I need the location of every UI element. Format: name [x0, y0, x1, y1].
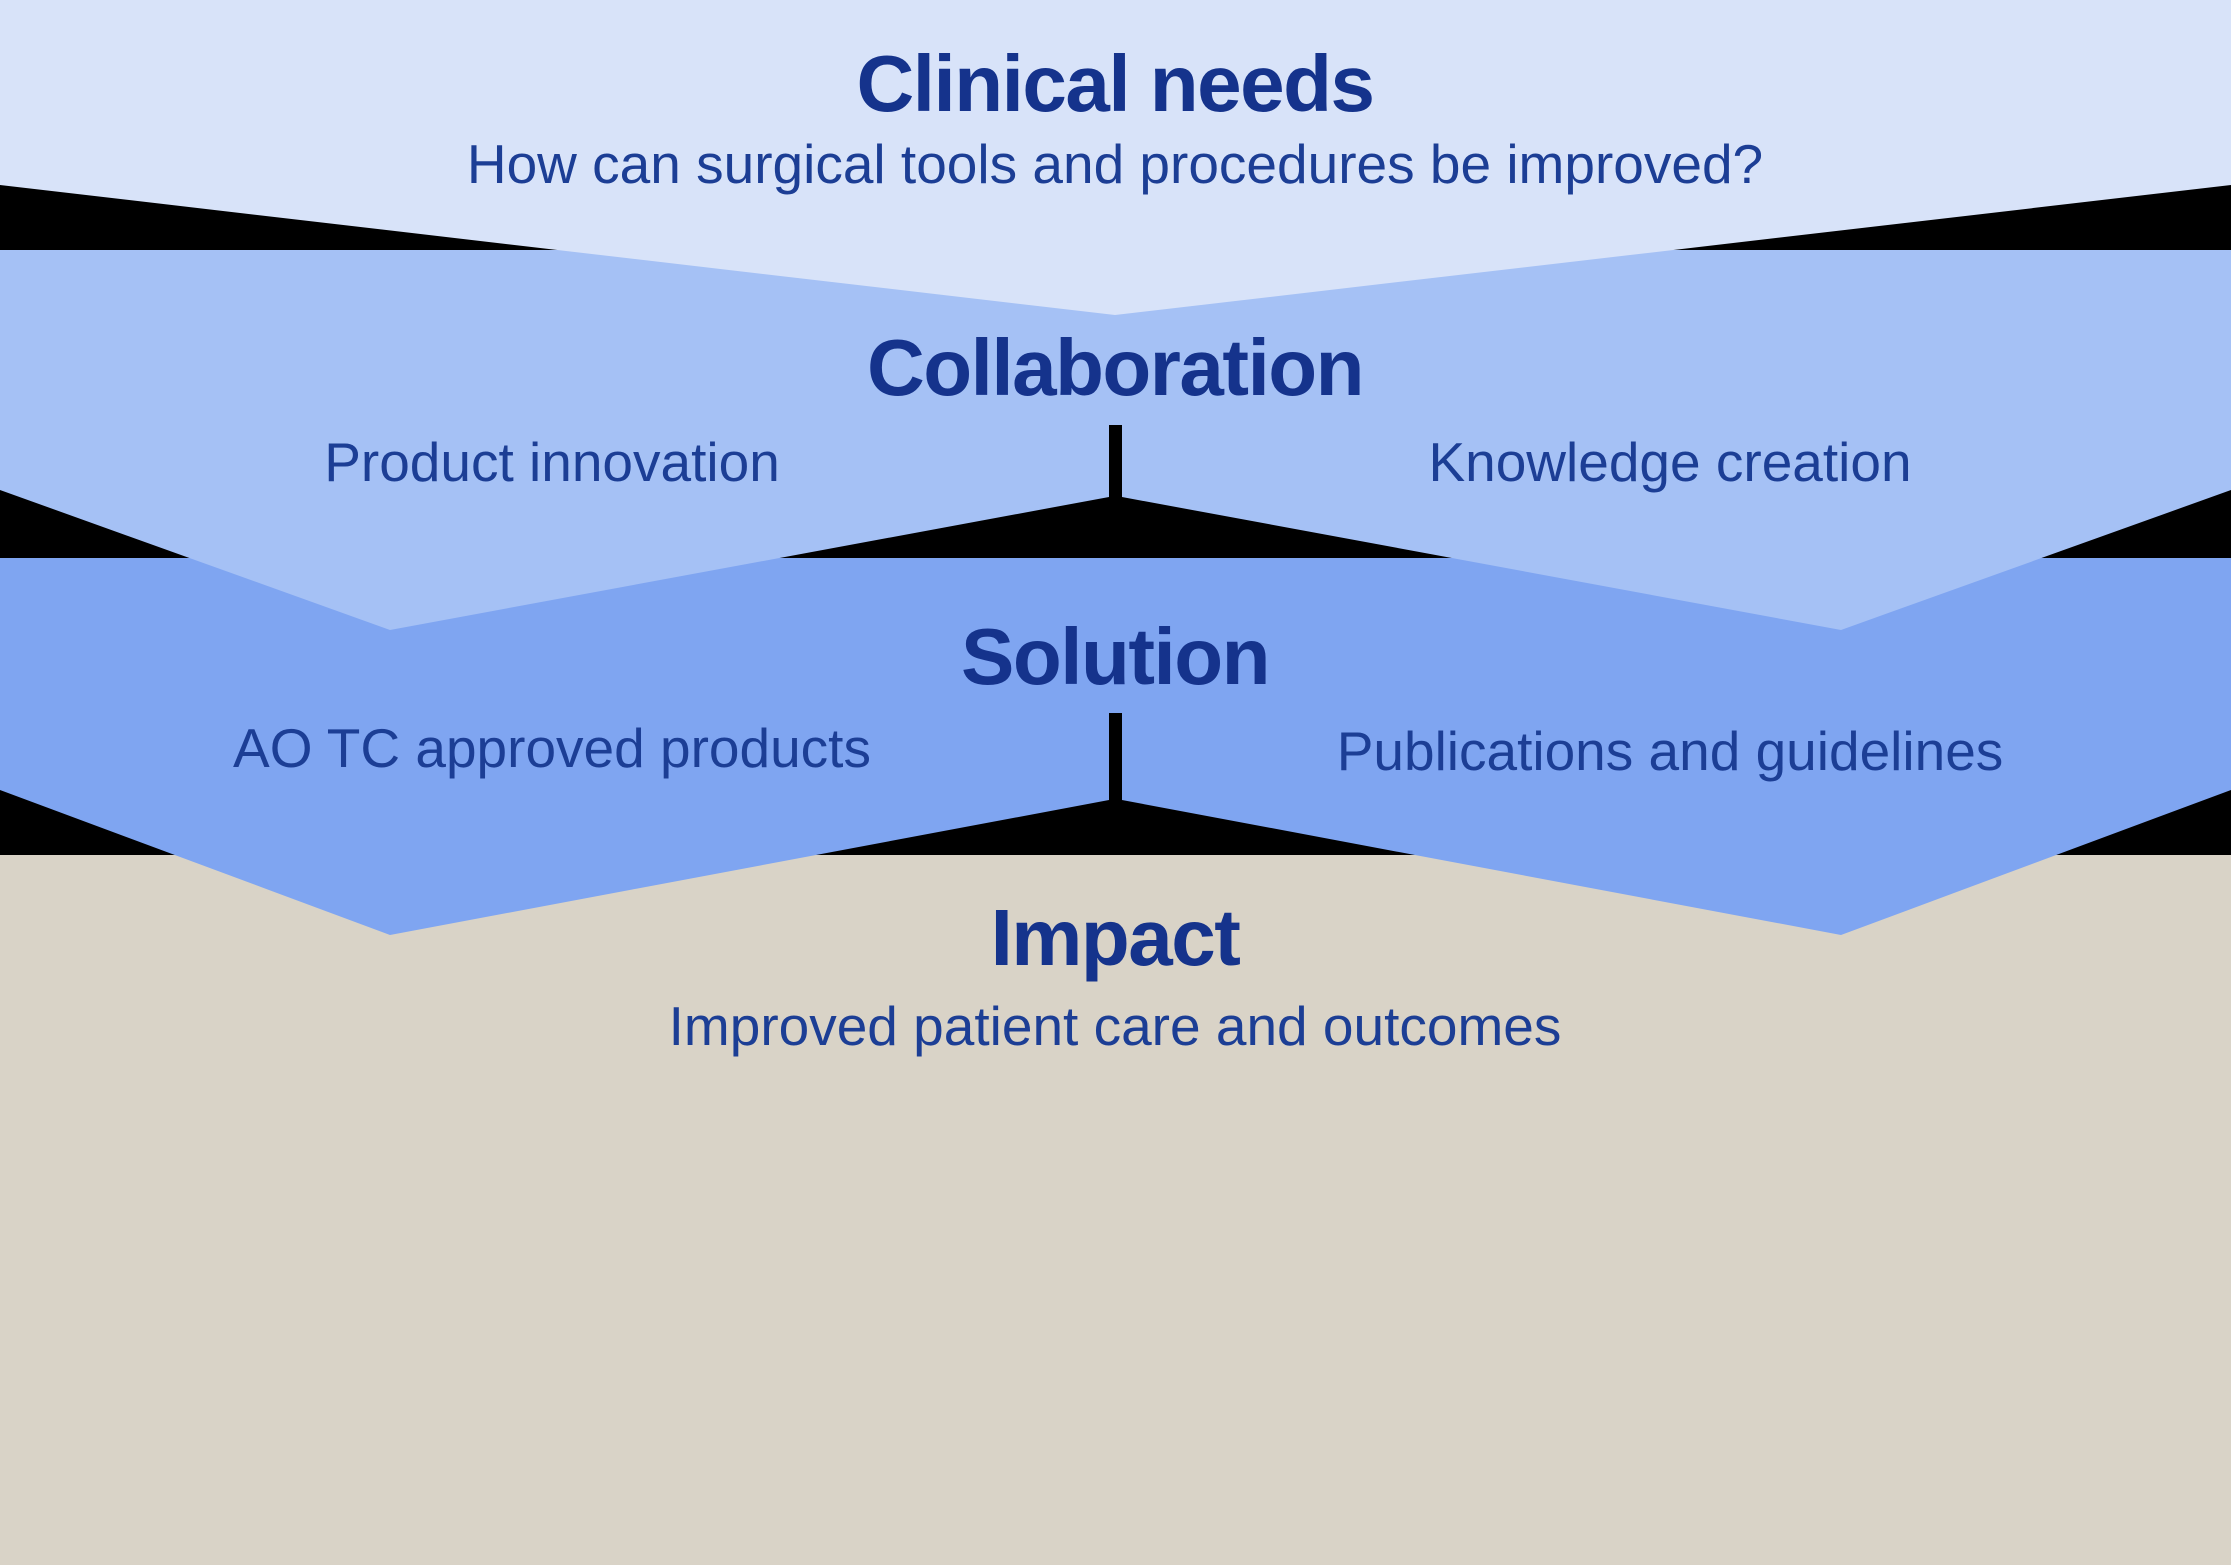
stage-collaboration-title: Collaboration [866, 323, 1365, 412]
stage-solution-band [0, 558, 2231, 935]
stage-clinical-needs-title: Clinical needs [856, 39, 1375, 128]
stage-impact-band [0, 855, 2231, 1565]
stage-collaboration-band [0, 250, 2231, 630]
stage-clinical-needs-band [0, 0, 2231, 315]
stage-impact-title: Impact [990, 893, 1241, 982]
solution-right-label: Publications and guidelines [1336, 720, 2004, 782]
stage-impact-subtitle: Improved patient care and outcomes [668, 995, 1562, 1057]
solution-left-label: AO TC approved products [233, 717, 871, 779]
stage-clinical-needs-subtitle: How can surgical tools and procedures be… [466, 133, 1764, 195]
stage-solution-title: Solution [961, 612, 1270, 701]
collaboration-left-label: Product innovation [324, 431, 780, 493]
collaboration-right-label: Knowledge creation [1428, 431, 1912, 493]
